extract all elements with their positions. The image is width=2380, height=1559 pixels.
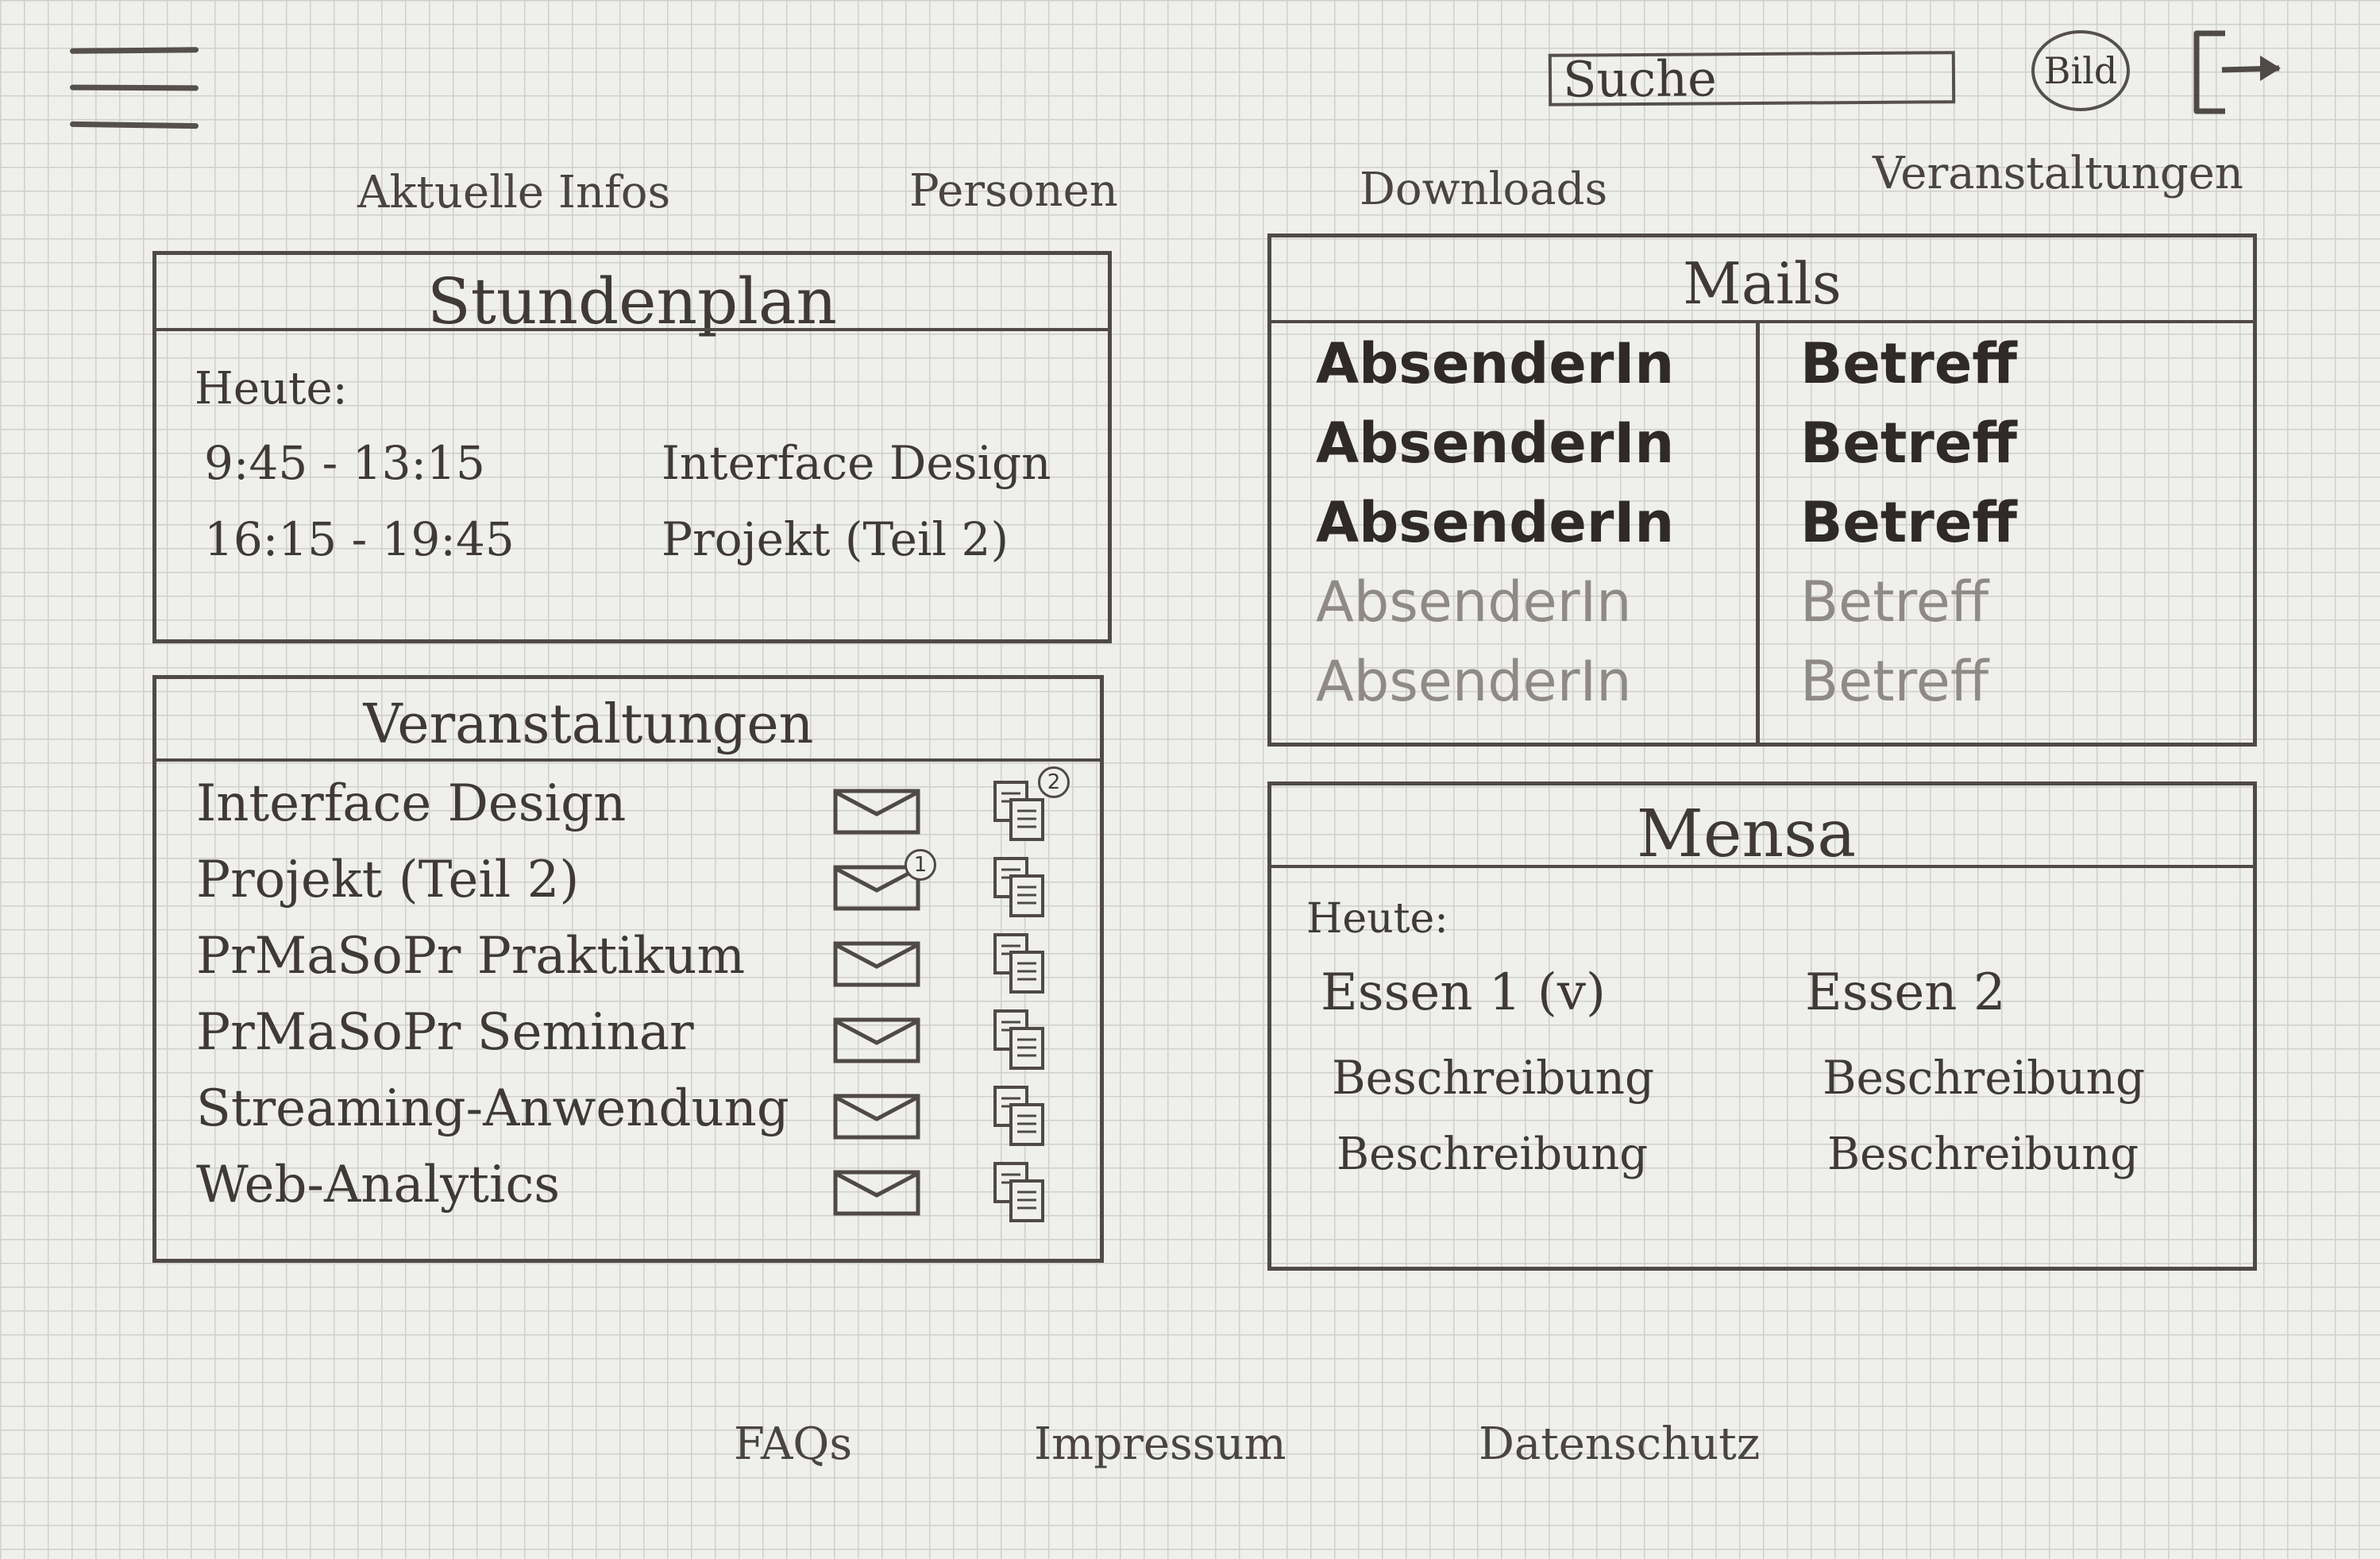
mail-sender[interactable]: AbsenderIn: [1316, 490, 1675, 555]
nav-veranstaltungen[interactable]: Veranstaltungen: [1873, 148, 2243, 199]
stundenplan-course-1[interactable]: Interface Design: [662, 436, 1051, 490]
avatar-label: Bild: [2043, 49, 2118, 92]
profile-picture-avatar[interactable]: Bild: [2031, 30, 2130, 111]
veranstaltungen-divider: [156, 758, 1100, 762]
mensa-meal-1-name: Essen 1 (v): [1321, 963, 1606, 1022]
documents-icon[interactable]: [990, 854, 1054, 920]
mail-envelope-icon[interactable]: [833, 1170, 920, 1216]
mail-envelope-icon[interactable]: [833, 941, 920, 987]
mail-subject[interactable]: Betreff: [1800, 490, 2017, 555]
stundenplan-time-1: 9:45 - 13:15: [204, 436, 485, 490]
mail-envelope-icon[interactable]: 1: [833, 849, 936, 911]
mail-sender[interactable]: AbsenderIn: [1316, 411, 1675, 476]
mails-column-divider: [1756, 320, 1760, 743]
mensa-meal-2-desc-2: Beschreibung: [1827, 1129, 2139, 1180]
documents-icon[interactable]: [990, 1006, 1054, 1073]
mail-sender[interactable]: AbsenderIn: [1316, 649, 1632, 714]
mail-count-badge: 1: [905, 849, 936, 881]
course-name[interactable]: Projekt (Teil 2): [196, 851, 580, 909]
course-name[interactable]: PrMaSoPr Praktikum: [196, 927, 746, 986]
mensa-meal-2-name: Essen 2: [1805, 963, 2006, 1022]
mensa-meal-1-desc-2: Beschreibung: [1337, 1129, 1649, 1180]
logout-icon[interactable]: [2192, 29, 2287, 116]
stundenplan-panel: Stundenplan Heute: 9:45 - 13:15 Interfac…: [152, 251, 1112, 643]
mail-envelope-icon[interactable]: [833, 1017, 920, 1063]
mails-divider: [1271, 320, 2253, 323]
mensa-today-label: Heute:: [1306, 895, 1448, 943]
mensa-meal-2-desc-1: Beschreibung: [1823, 1051, 2146, 1105]
documents-icon[interactable]: [990, 930, 1054, 997]
stundenplan-today-label: Heute:: [195, 363, 348, 415]
mensa-title: Mensa: [1636, 797, 1857, 872]
footer-faqs-link[interactable]: FAQs: [734, 1418, 853, 1470]
mail-subject[interactable]: Betreff: [1800, 649, 1989, 714]
documents-icon[interactable]: [990, 1159, 1054, 1225]
documents-icon[interactable]: [990, 1082, 1054, 1149]
footer-datenschutz-link[interactable]: Datenschutz: [1479, 1418, 1761, 1470]
mail-subject[interactable]: Betreff: [1800, 569, 1989, 635]
nav-aktuelle-infos[interactable]: Aktuelle Infos: [357, 167, 671, 218]
mail-envelope-icon[interactable]: [833, 1094, 920, 1140]
stundenplan-course-2[interactable]: Projekt (Teil 2): [662, 512, 1009, 566]
search-input[interactable]: Suche: [1548, 49, 1956, 109]
nav-personen[interactable]: Personen: [909, 165, 1118, 217]
mail-subject[interactable]: Betreff: [1800, 411, 2017, 476]
course-name[interactable]: Streaming-Anwendung: [196, 1079, 789, 1138]
documents-icon[interactable]: 2: [990, 766, 1070, 844]
course-name[interactable]: PrMaSoPr Seminar: [196, 1003, 694, 1062]
mails-title: Mails: [1683, 250, 1842, 317]
stundenplan-divider: [156, 328, 1108, 331]
veranstaltungen-title: Veranstaltungen: [363, 693, 814, 756]
course-name[interactable]: Web-Analytics: [196, 1156, 561, 1214]
document-count-badge: 2: [1038, 766, 1070, 798]
mensa-divider: [1271, 865, 2253, 868]
stundenplan-time-2: 16:15 - 19:45: [204, 512, 515, 566]
mail-sender[interactable]: AbsenderIn: [1316, 569, 1632, 635]
mail-envelope-icon[interactable]: [833, 789, 920, 835]
nav-downloads[interactable]: Downloads: [1360, 164, 1608, 215]
mail-sender[interactable]: AbsenderIn: [1316, 331, 1675, 396]
course-name[interactable]: Interface Design: [196, 774, 627, 833]
menu-icon[interactable]: [69, 41, 199, 137]
footer-impressum-link[interactable]: Impressum: [1034, 1418, 1286, 1470]
mail-subject[interactable]: Betreff: [1800, 331, 2017, 396]
mensa-meal-1-desc-1: Beschreibung: [1332, 1051, 1655, 1105]
mensa-panel: Mensa Heute: Essen 1 (v) Beschreibung Be…: [1267, 781, 2257, 1271]
stundenplan-title: Stundenplan: [426, 264, 838, 338]
